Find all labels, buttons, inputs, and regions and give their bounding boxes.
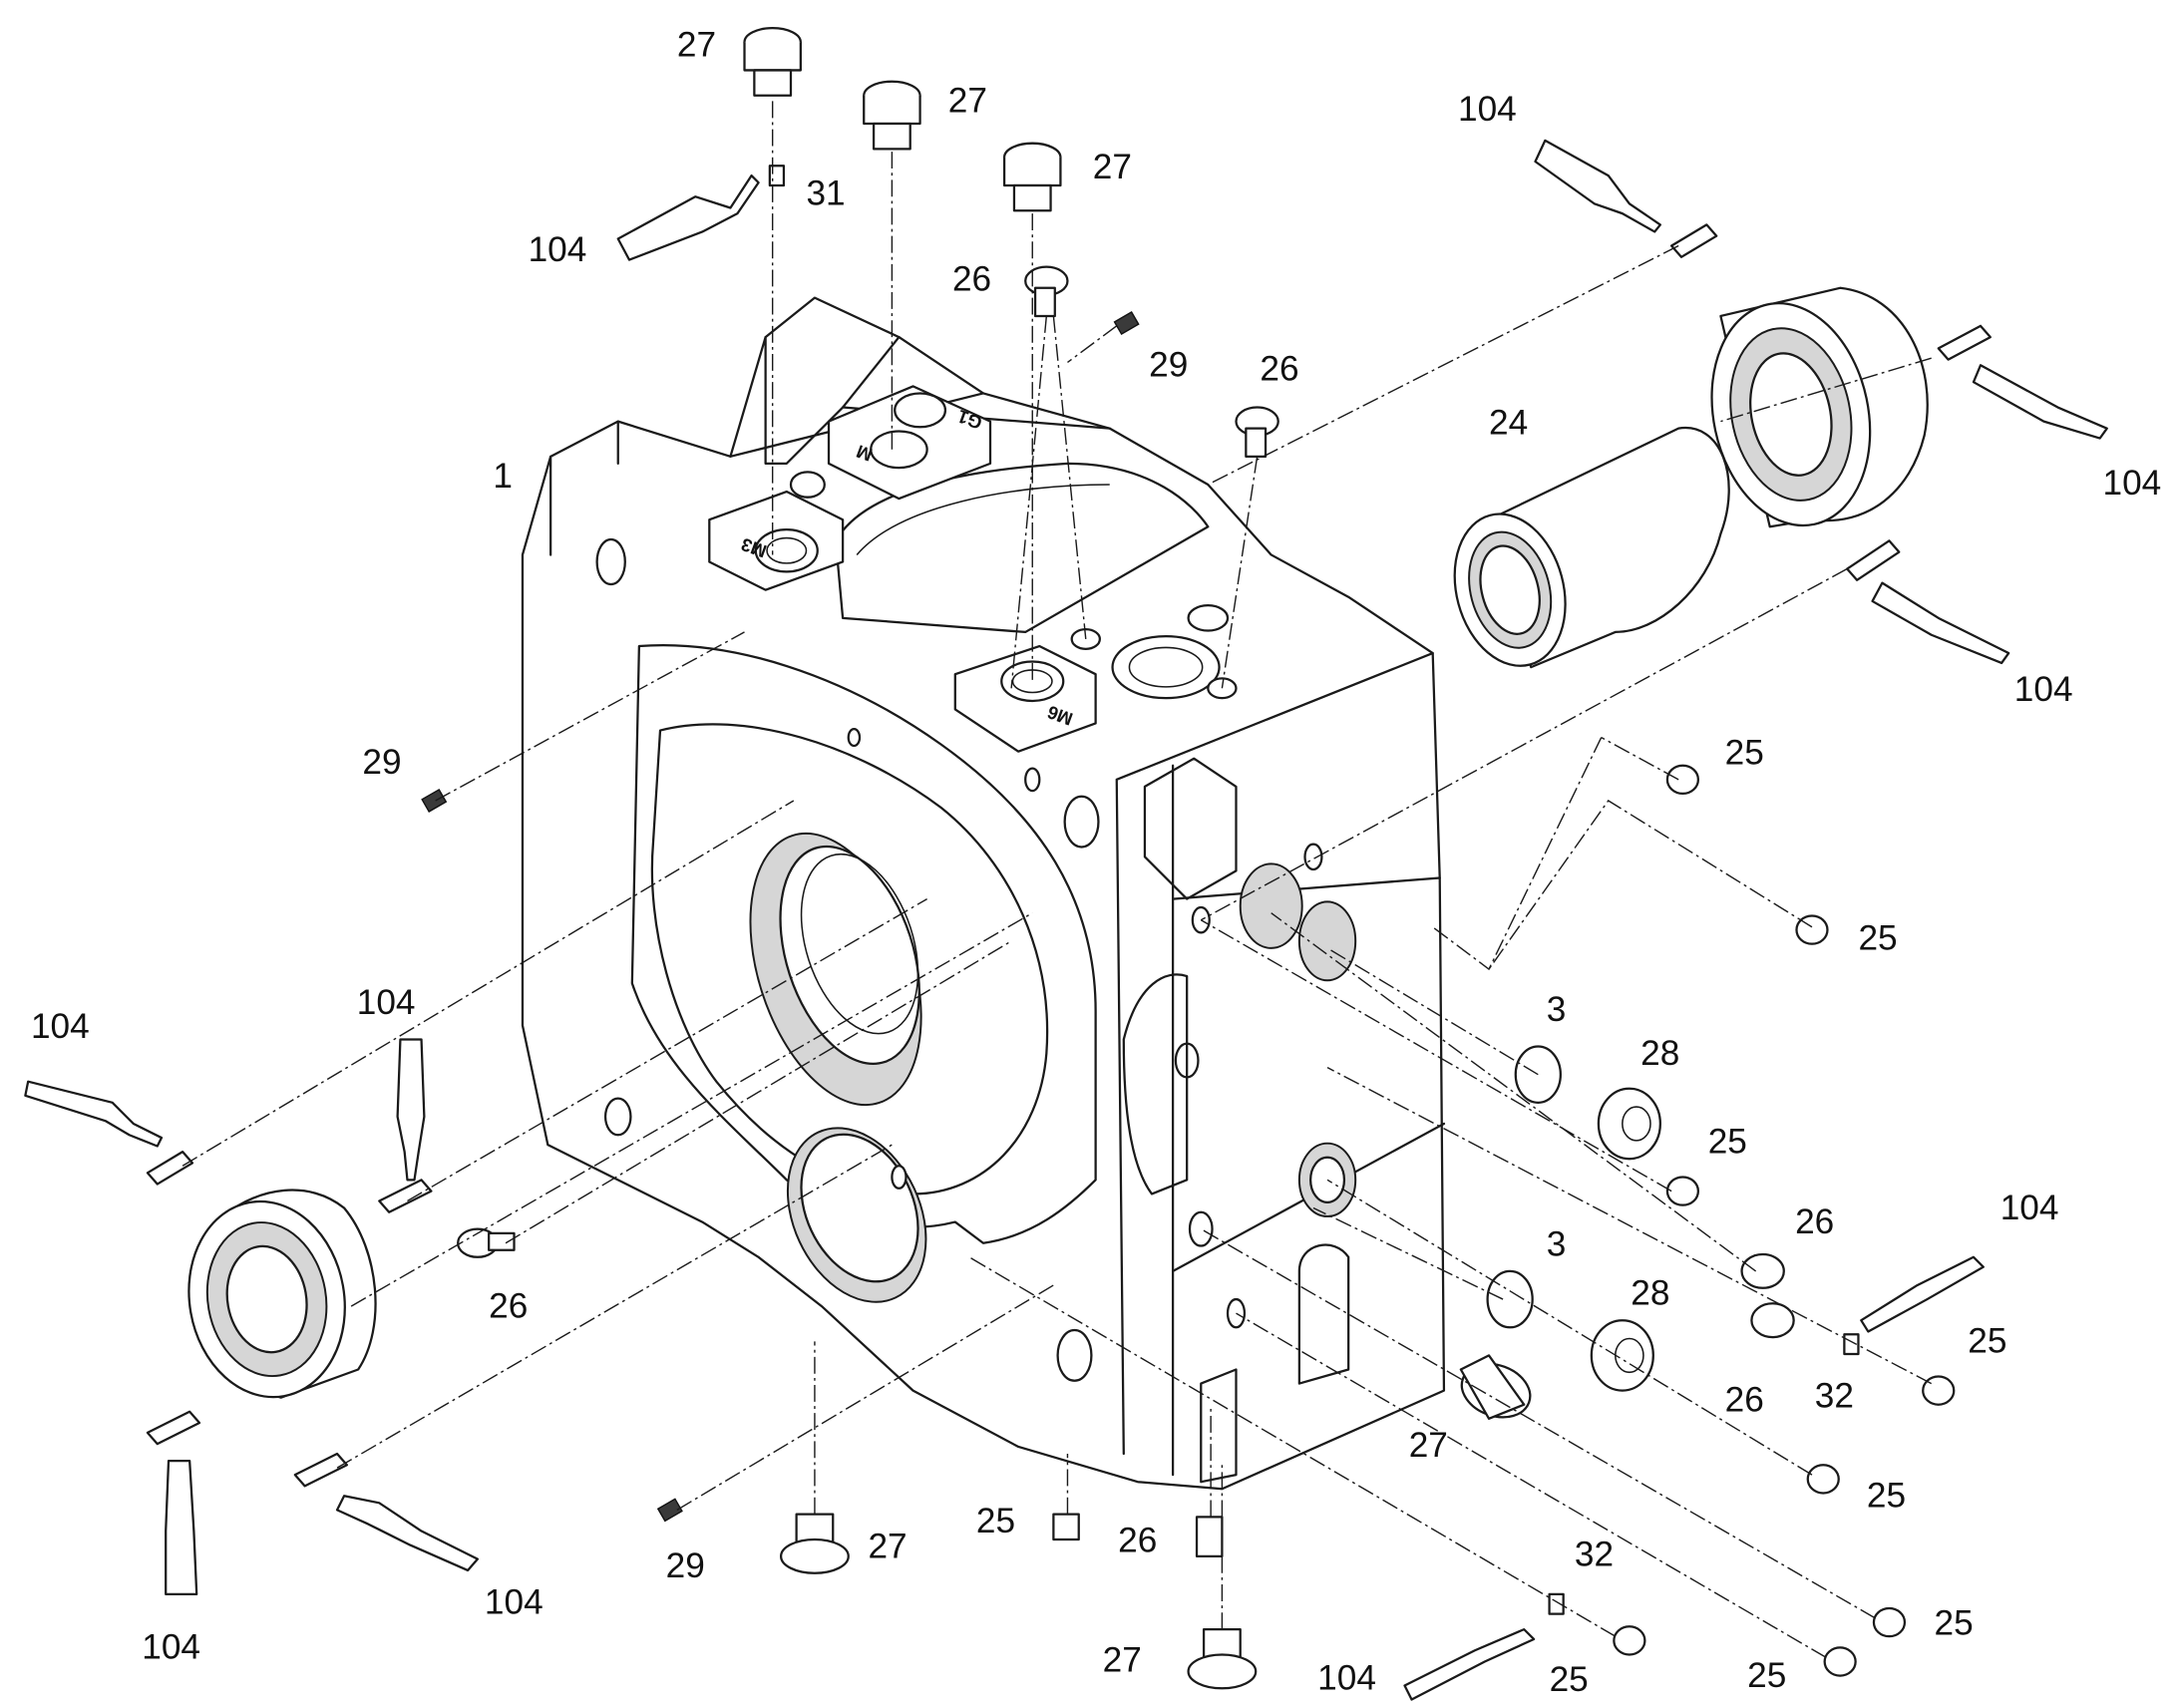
callout-25-g: 25: [1747, 1656, 1786, 1695]
port-mark-m: M: [854, 441, 876, 466]
roller-bearing-left: [187, 1189, 377, 1399]
plug-27-top-c: [1002, 142, 1062, 212]
plug-27-top-b: [863, 80, 921, 151]
screw-26-left: [457, 1227, 516, 1258]
callout-27-b: 27: [948, 82, 987, 121]
plug-25-set: [1052, 764, 1956, 1677]
callout-25-f: 25: [1935, 1604, 1974, 1643]
callout-24: 24: [1489, 403, 1528, 442]
callout-104-d: 104: [2014, 670, 2073, 709]
callout-25-e: 25: [1867, 1477, 1906, 1516]
callout-31: 31: [806, 174, 845, 213]
callout-104-e: 104: [357, 983, 416, 1022]
pump-housing: M3 M G1 M6 G2: [521, 296, 1446, 1491]
callout-25-h: 25: [1550, 1660, 1589, 1699]
callout-104-a: 104: [1458, 90, 1517, 129]
screw-26-top: [1024, 265, 1069, 318]
roller-bearing-right: [1710, 286, 1929, 528]
callout-27-f: 27: [1103, 1640, 1142, 1679]
plug-27-bottom-a: [780, 1513, 850, 1574]
callout-labels: 1 3 3 24 25 25 25 25 25 25 25 25 25 25 2…: [31, 25, 2161, 1699]
callout-26-f: 26: [1118, 1522, 1157, 1560]
callout-27-a: 27: [677, 25, 716, 64]
callout-1: 1: [493, 457, 513, 496]
cap-3-b: [1486, 1269, 1534, 1329]
plug-27-bottom-b: [1187, 1627, 1258, 1690]
callout-104-g: 104: [2000, 1189, 2059, 1227]
callout-25-i: 25: [976, 1502, 1015, 1540]
callout-32-b: 32: [1575, 1536, 1614, 1574]
screw-26-right-a: [1740, 1252, 1785, 1289]
callout-29-a: 29: [1149, 346, 1188, 385]
callout-26-a: 26: [952, 260, 991, 299]
callout-26-d: 26: [1795, 1202, 1834, 1241]
plug-27-top-a: [743, 27, 802, 97]
callout-104-c: 104: [2103, 464, 2162, 503]
callout-25-a: 25: [1725, 733, 1764, 772]
callout-27-d: 27: [868, 1527, 907, 1565]
screw-26-right-b: [1750, 1302, 1795, 1339]
callout-104-b: 104: [529, 230, 587, 269]
callout-28-b: 28: [1631, 1274, 1669, 1313]
setscrew-29-set: [421, 311, 1140, 1523]
callout-26-b: 26: [1260, 350, 1298, 389]
callout-3-a: 3: [1547, 990, 1567, 1029]
callout-32-a: 32: [1815, 1377, 1854, 1416]
callout-25-c: 25: [1708, 1123, 1747, 1162]
plug-28-b: [1590, 1319, 1654, 1392]
callout-26-c: 26: [489, 1286, 528, 1325]
cap-3-a: [1514, 1045, 1562, 1104]
callout-29-c: 29: [666, 1546, 705, 1585]
callout-28-a: 28: [1640, 1034, 1679, 1073]
plug-28-a: [1597, 1087, 1661, 1161]
plug-parts: [146, 27, 1992, 1690]
callout-104-h: 104: [485, 1583, 544, 1622]
callout-29-b: 29: [362, 743, 401, 782]
screw-26-top-right: [1235, 406, 1279, 458]
callout-26-e: 26: [1725, 1381, 1764, 1420]
callout-104-i: 104: [142, 1628, 200, 1667]
callout-27-e: 27: [1409, 1426, 1448, 1465]
callout-104-f: 104: [31, 1007, 90, 1046]
screw-26-bottom: [1195, 1516, 1224, 1557]
bolt-104-set: [146, 223, 1992, 1488]
callout-27-c: 27: [1093, 148, 1132, 186]
callout-25-b: 25: [1858, 918, 1897, 957]
plug-27-right: [1459, 1354, 1532, 1420]
callout-25-d: 25: [1968, 1322, 2006, 1361]
callout-3-b: 3: [1547, 1224, 1567, 1263]
callout-104-j: 104: [1317, 1659, 1376, 1698]
assembly-centerlines: [182, 101, 1933, 1658]
needle-bearing-sleeve: [1453, 427, 1730, 669]
sealant-tube-set: [24, 139, 2108, 1701]
